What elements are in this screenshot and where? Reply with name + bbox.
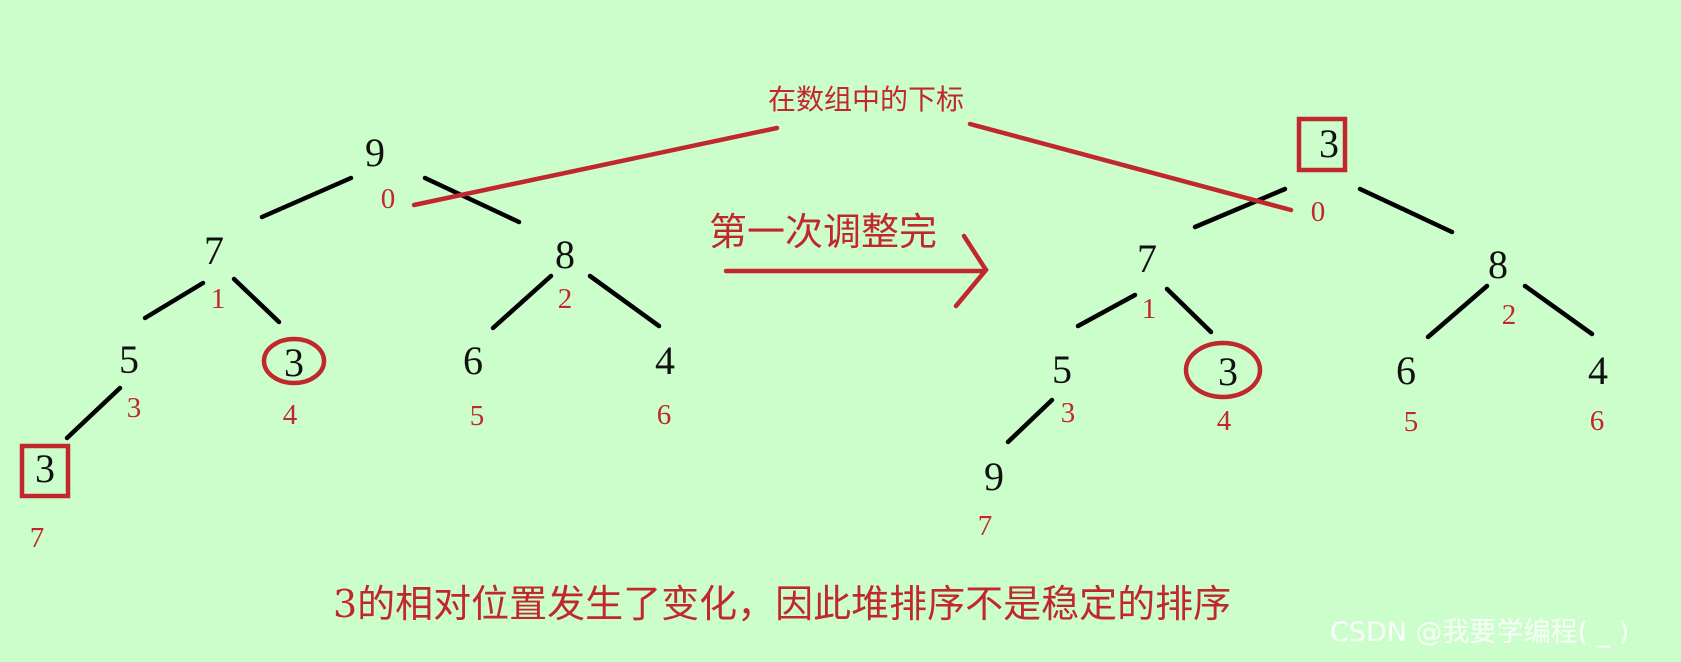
- node-index: 2: [1502, 299, 1517, 331]
- node-index: 7: [978, 510, 993, 542]
- node-index: 1: [211, 283, 226, 315]
- node-value: 3: [1218, 349, 1238, 394]
- node-index: 4: [283, 399, 298, 431]
- node-value: 5: [119, 337, 139, 382]
- node-value: 5: [1052, 347, 1072, 392]
- arrow-caption: 第一次调整完: [709, 210, 937, 254]
- node-value: 6: [1396, 348, 1416, 393]
- node-index: 6: [657, 399, 672, 431]
- edge-2-6: [1522, 283, 1595, 337]
- node-index: 5: [1404, 406, 1419, 438]
- node-value: 8: [1488, 242, 1508, 287]
- node-value: 3: [284, 340, 304, 385]
- edge-0-2: [1357, 186, 1455, 235]
- watermark: CSDN @我要学编程( _ ): [1330, 617, 1629, 648]
- index-caption: 在数组中的下标: [768, 83, 964, 116]
- node-index: 0: [1311, 196, 1326, 228]
- edge-0-2: [422, 175, 522, 225]
- box-marker: [19, 443, 71, 499]
- edge-1-4: [1164, 286, 1214, 335]
- box-marker: [1296, 116, 1348, 173]
- node-value: 3: [1319, 121, 1339, 166]
- circle-marker: [1183, 340, 1263, 400]
- tree-before: 9 7 8 5 3 6 4 3 0 1 2 3 4 5 6 7: [19, 130, 675, 554]
- node-index: 3: [127, 392, 142, 424]
- node-value: 6: [463, 338, 483, 383]
- pointer-line-right: [967, 121, 1294, 213]
- node-value: 3: [35, 446, 55, 491]
- edge-0-1: [1192, 186, 1288, 230]
- node-index: 4: [1217, 405, 1232, 437]
- node-value: 4: [1588, 348, 1608, 393]
- edge-0-1: [259, 175, 354, 220]
- node-index: 3: [1061, 397, 1076, 429]
- node-value: 7: [1137, 236, 1157, 281]
- pointer-line-left: [411, 125, 780, 208]
- node-index: 0: [381, 183, 396, 215]
- transition-arrow: [723, 233, 989, 309]
- node-index: 6: [1590, 405, 1605, 437]
- arrow-head: [953, 233, 989, 309]
- edge-2-5: [1425, 283, 1490, 340]
- edge-1-4: [231, 276, 282, 325]
- node-index: 7: [30, 522, 45, 554]
- node-value: 9: [984, 454, 1004, 499]
- node-index: 5: [470, 400, 485, 432]
- edge-1-3: [142, 280, 206, 321]
- conclusion-text: 3的相对位置发生了变化，因此堆排序不是稳定的排序: [333, 582, 1231, 626]
- edge-3-7: [1005, 397, 1055, 445]
- edge-2-5: [490, 273, 554, 331]
- edge-2-6: [587, 273, 662, 329]
- circle-marker: [261, 336, 327, 386]
- node-value: 8: [555, 232, 575, 277]
- node-index: 2: [558, 283, 573, 315]
- tree-after: 3 7 8 5 3 6 4 9 0 1 2 3 4 5 6 7: [978, 116, 1608, 542]
- node-value: 4: [655, 338, 675, 383]
- node-value: 7: [204, 228, 224, 273]
- edge-3-7: [64, 385, 123, 441]
- edge-1-3: [1075, 292, 1138, 329]
- node-index: 1: [1142, 293, 1157, 325]
- node-value: 9: [365, 130, 385, 175]
